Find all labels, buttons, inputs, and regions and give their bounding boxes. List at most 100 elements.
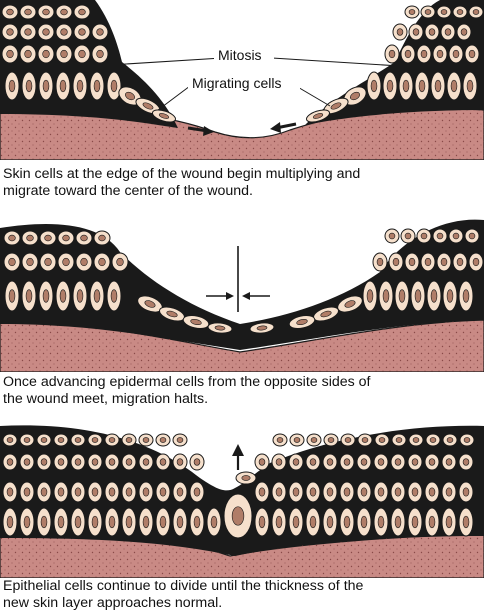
cell-nucleus — [436, 49, 444, 59]
cell-nucleus — [125, 437, 133, 443]
cell-nucleus — [159, 437, 167, 443]
cell-nucleus — [57, 487, 65, 497]
cell-nucleus — [412, 437, 420, 443]
cell-nucleus — [360, 458, 368, 466]
cell-nucleus — [8, 257, 16, 267]
cell-nucleus — [125, 91, 135, 101]
cell-nucleus — [440, 9, 448, 15]
cell-nucleus — [468, 49, 476, 59]
cell-nucleus — [466, 79, 474, 93]
cell-nucleus — [424, 9, 432, 15]
cell-nucleus — [78, 49, 86, 59]
cell-nucleus — [456, 9, 464, 15]
cell-nucleus — [59, 289, 67, 303]
cell-nucleus — [412, 28, 420, 36]
cell-nucleus — [8, 289, 16, 303]
cell-nucleus — [309, 515, 317, 529]
cell-nucleus — [116, 257, 124, 267]
cell-nucleus — [408, 9, 416, 15]
cell-nucleus — [6, 437, 14, 443]
cell-nucleus — [452, 49, 460, 59]
cell-nucleus — [258, 515, 266, 529]
caption-3: Epithelial cells continue to divide unti… — [3, 578, 481, 612]
cell-nucleus — [275, 458, 283, 466]
cell-nucleus — [388, 232, 396, 240]
cell-nucleus — [241, 475, 251, 481]
panel-2-illustration — [0, 219, 484, 372]
cell-nucleus — [231, 506, 245, 526]
cell-nucleus — [414, 289, 422, 303]
cell-nucleus — [42, 28, 50, 36]
cell-nucleus — [462, 487, 470, 497]
cell-nucleus — [360, 487, 368, 497]
cell-nucleus — [142, 437, 150, 443]
callout-lines — [61, 57, 401, 111]
cell-nucleus — [26, 234, 34, 242]
caption-3-line-2: new skin layer approaches normal. — [3, 595, 223, 611]
cell-nucleus — [446, 289, 454, 303]
cell-nucleus — [110, 79, 118, 93]
cell-nucleus — [25, 289, 33, 303]
cell-nucleus — [309, 458, 317, 466]
panel-1-illustration: Mitosis Migrating cells — [0, 0, 484, 160]
cell-nucleus — [309, 487, 317, 497]
cell-nucleus — [446, 437, 454, 443]
cell-nucleus — [377, 458, 385, 466]
cell-nucleus — [462, 515, 470, 529]
cell-nucleus — [176, 437, 184, 443]
cell-nucleus — [6, 49, 14, 59]
migration-arrows — [187, 122, 297, 136]
cell-nucleus — [350, 91, 360, 101]
cell-nucleus — [76, 289, 84, 303]
cell-nucleus — [402, 79, 410, 93]
cell-nucleus — [62, 234, 70, 242]
cell-nucleus — [378, 437, 386, 443]
caption-2-line-2: the wound meet, migration halts. — [3, 391, 209, 407]
cell-nucleus — [159, 515, 167, 529]
cell-nucleus — [408, 257, 416, 267]
cell-nucleus — [366, 289, 374, 303]
cell-nucleus — [98, 257, 106, 267]
cell-nucleus — [44, 257, 52, 267]
cell-group — [1, 4, 484, 123]
cell-nucleus — [24, 8, 32, 16]
cell-nucleus — [176, 487, 184, 497]
cell-nucleus — [42, 79, 50, 93]
cell-nucleus — [463, 437, 471, 443]
cell-nucleus — [396, 28, 404, 36]
cell-nucleus — [110, 289, 118, 303]
cell-nucleus — [214, 325, 226, 331]
cell-nucleus — [144, 300, 156, 308]
cell-nucleus — [44, 234, 52, 242]
cell-nucleus — [320, 310, 332, 318]
caption-1-line-2: migrate toward the center of the wound. — [3, 183, 253, 199]
cell-nucleus — [343, 458, 351, 466]
cell-nucleus — [360, 515, 368, 529]
cell-nucleus — [398, 289, 406, 303]
cell-nucleus — [312, 113, 324, 119]
cell-nucleus — [74, 515, 82, 529]
cell-nucleus — [428, 458, 436, 466]
cell-nucleus — [456, 257, 464, 267]
cell-nucleus — [293, 437, 301, 443]
cell-nucleus — [430, 289, 438, 303]
cell-nucleus — [420, 232, 428, 240]
cell-nucleus — [326, 487, 334, 497]
cell-nucleus — [23, 515, 31, 529]
cell-nucleus — [327, 437, 335, 443]
cell-nucleus — [292, 515, 300, 529]
cell-nucleus — [256, 325, 268, 331]
cell-nucleus — [8, 234, 16, 242]
cell-nucleus — [108, 515, 116, 529]
cell-nucleus — [80, 234, 88, 242]
cell-nucleus — [125, 458, 133, 466]
cell-nucleus — [60, 8, 68, 16]
cell-nucleus — [78, 8, 86, 16]
cell-nucleus — [176, 515, 184, 529]
cell-nucleus — [344, 300, 356, 308]
cell-nucleus — [386, 79, 394, 93]
cell-nucleus — [445, 515, 453, 529]
cell-nucleus — [411, 458, 419, 466]
cell-nucleus — [450, 79, 458, 93]
cell-nucleus — [125, 487, 133, 497]
